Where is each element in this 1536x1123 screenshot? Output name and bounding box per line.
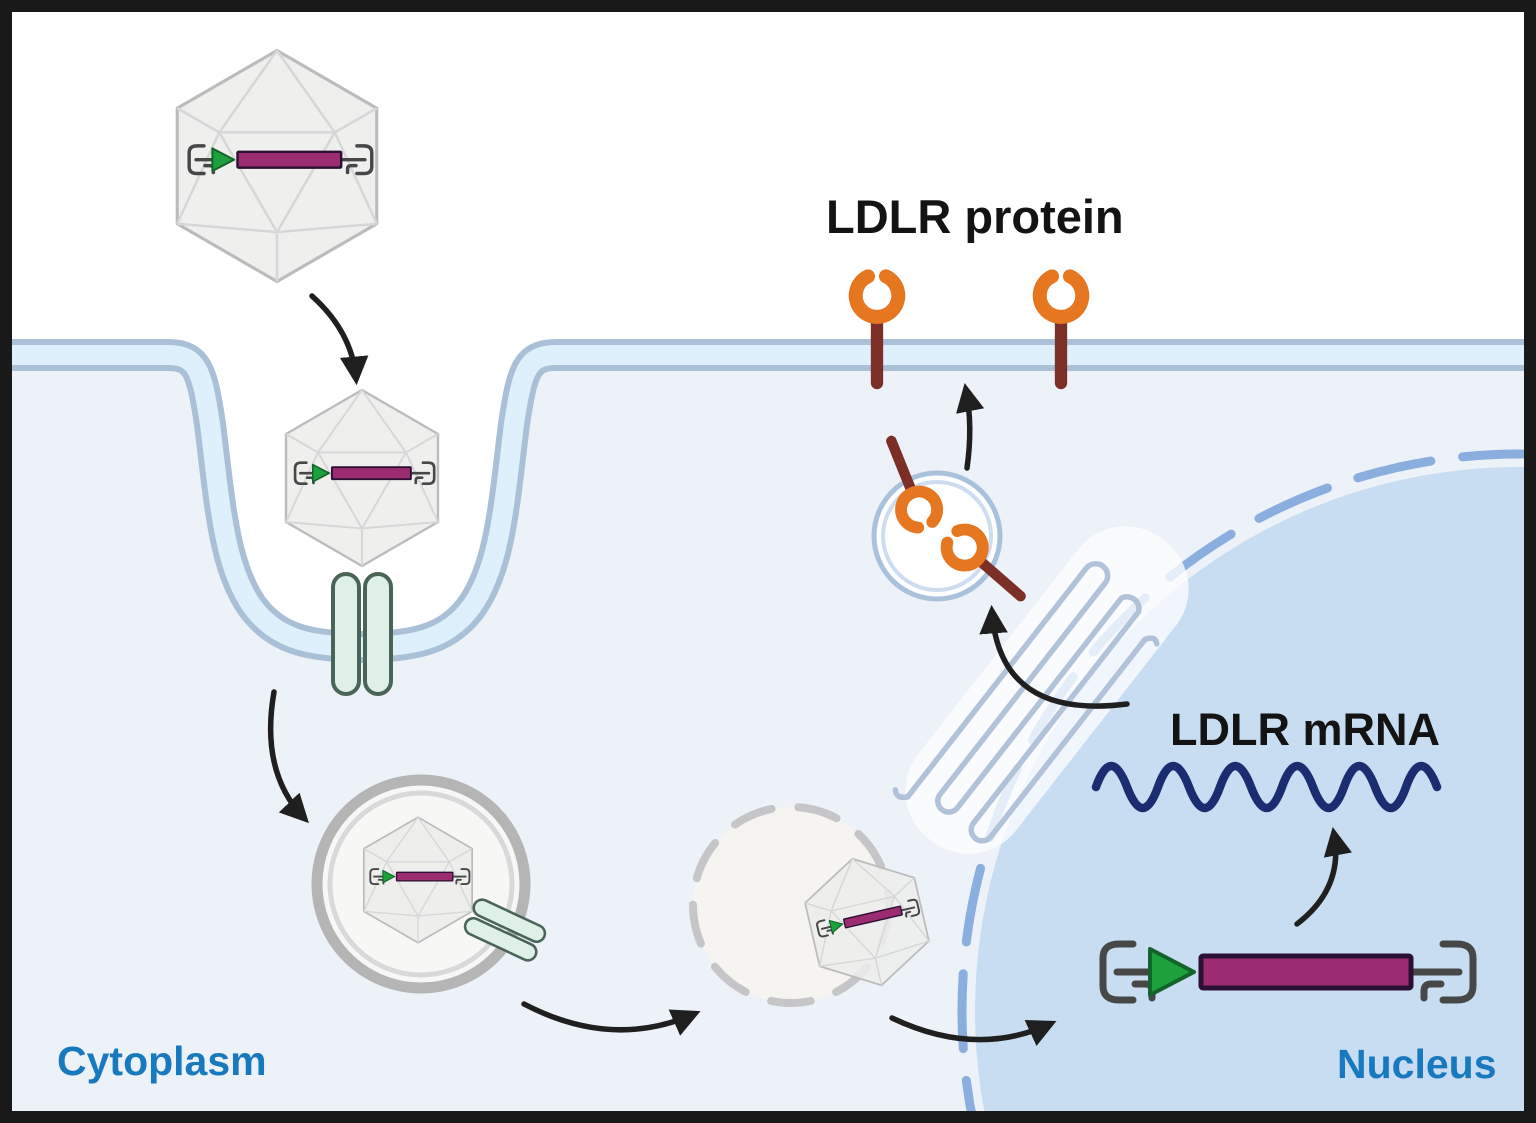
endosome [311, 774, 549, 994]
mrna-wave-icon [1091, 762, 1442, 812]
arrow-er-to-vesicle [979, 604, 1130, 709]
cytoplasm-label: Cytoplasm [57, 1038, 267, 1084]
arrow-membrane-to-endosome [267, 689, 309, 824]
arrow-virus-to-membrane [309, 293, 369, 386]
nuclear-envelope-dashes [957, 449, 1536, 1123]
er-golgi-icon [892, 526, 1189, 854]
arrow-transcription [1294, 826, 1352, 927]
transport-vesicle [874, 434, 1032, 610]
cell-membrane [10, 339, 1526, 663]
arrow-vesicle-to-membrane [956, 382, 985, 471]
arrow-into-nucleus [889, 1015, 1057, 1046]
disassembling-endosome [689, 803, 936, 1007]
nucleus-label: Nucleus [1337, 1041, 1497, 1087]
ldlr-protein-label: LDLR protein [826, 190, 1124, 243]
ldlr-mrna-label: LDLR mRNA [1170, 704, 1440, 755]
arrow-endosome-to-escape [521, 1001, 701, 1036]
